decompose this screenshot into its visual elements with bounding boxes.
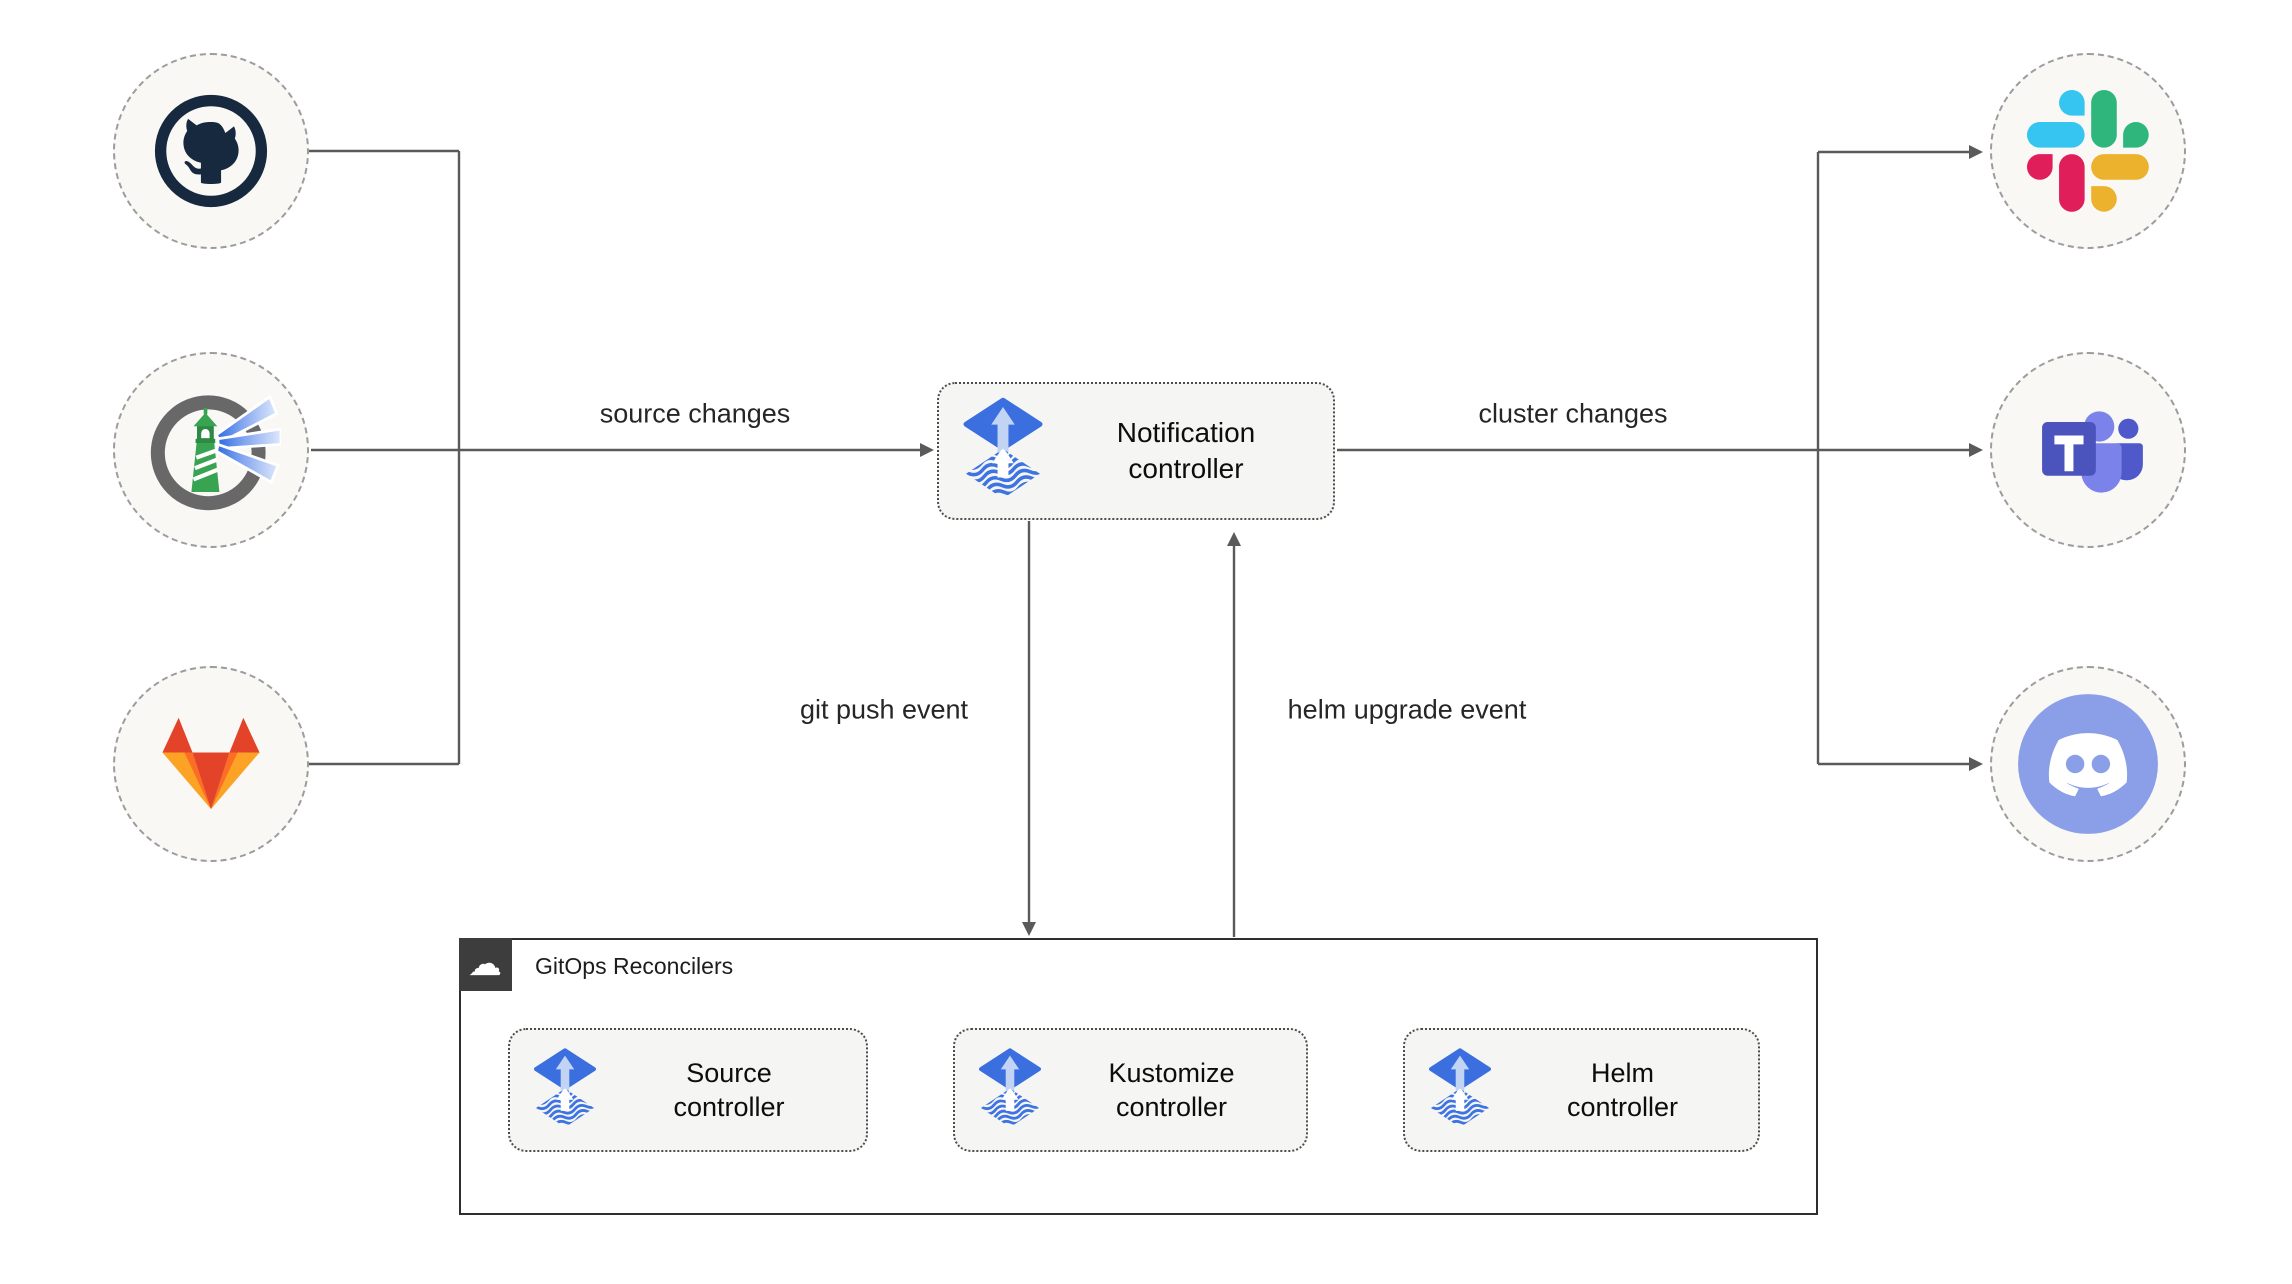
target-node-slack — [1990, 53, 2186, 249]
slack-icon — [2027, 90, 2149, 212]
lighthouse-icon — [141, 380, 281, 520]
flux-icon — [1427, 1047, 1493, 1134]
notification-controller-label: Notification controller — [1116, 417, 1256, 484]
notification-controller-node: Notification controller — [937, 382, 1335, 520]
source-node-github — [113, 53, 309, 249]
gitlab-icon — [153, 712, 269, 816]
helm-controller-label: Helm controller — [1566, 1058, 1679, 1122]
teams-icon — [2032, 394, 2144, 506]
source-node-lighthouse — [113, 352, 309, 548]
kustomize-controller-label: Kustomize controller — [1108, 1058, 1235, 1122]
flux-icon — [961, 396, 1045, 507]
target-node-discord — [1990, 666, 2186, 862]
edge-label-source-changes: source changes — [599, 398, 791, 429]
edge-label-cluster-changes: cluster changes — [1478, 398, 1668, 429]
kustomize-controller-node: Kustomize controller — [953, 1028, 1308, 1152]
helm-controller-node: Helm controller — [1403, 1028, 1760, 1152]
discord-icon — [1996, 672, 2180, 856]
target-node-teams — [1990, 352, 2186, 548]
flux-icon — [532, 1047, 598, 1134]
flux-icon — [977, 1047, 1043, 1134]
gitops-reconcilers-label: GitOps Reconcilers — [535, 953, 734, 979]
source-controller-label: Source controller — [673, 1058, 785, 1122]
github-icon — [148, 88, 274, 214]
cloud-icon: ☁ — [458, 937, 512, 991]
edge-label-helm-upgrade-event: helm upgrade event — [1287, 694, 1527, 725]
source-controller-node: Source controller — [508, 1028, 868, 1152]
source-node-gitlab — [113, 666, 309, 862]
edge-label-git-push-event: git push event — [799, 694, 969, 725]
